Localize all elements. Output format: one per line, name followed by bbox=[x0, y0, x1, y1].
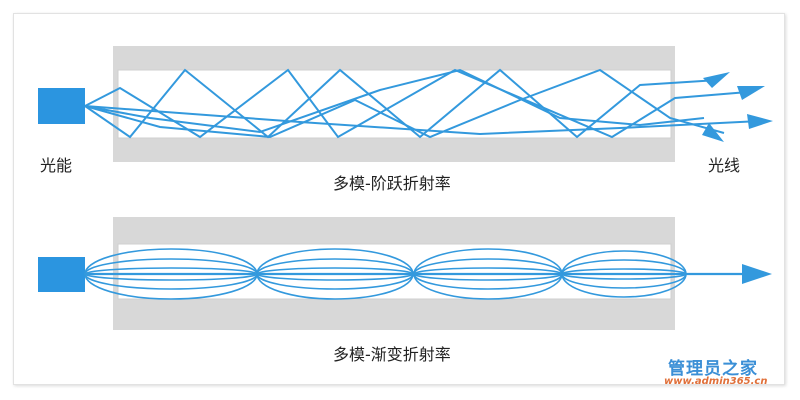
ray-path-4 bbox=[84, 105, 761, 136]
light-ray-label: 光线 bbox=[708, 156, 741, 175]
watermark-title: 管理员之家 bbox=[668, 359, 758, 379]
light-source-label: 光能 bbox=[40, 156, 73, 175]
graded-index-fiber bbox=[38, 217, 772, 330]
graded-index-caption: 多模-渐变折射率 bbox=[333, 345, 451, 364]
step-index-light-source bbox=[38, 88, 85, 124]
watermark-url: www.admin365.cn bbox=[664, 376, 768, 387]
arrow-head-3 bbox=[747, 114, 773, 129]
watermark-logo: 管理员之家 www.admin365.cn bbox=[662, 354, 780, 390]
step-index-fiber bbox=[38, 46, 773, 162]
ray-path-1 bbox=[84, 68, 719, 139]
arrow-head-2 bbox=[737, 86, 765, 100]
ray-path-2 bbox=[84, 68, 749, 139]
graded-index-rays bbox=[84, 248, 750, 300]
graded-index-light-source bbox=[38, 257, 85, 292]
ray-path-3 bbox=[84, 68, 725, 139]
step-index-rays bbox=[84, 68, 761, 139]
ray-path-5 bbox=[84, 68, 705, 134]
arrow-head-1 bbox=[703, 72, 730, 88]
step-index-arrowheads bbox=[702, 72, 773, 142]
graded-arrow-head bbox=[742, 264, 772, 284]
arrow-head-4 bbox=[702, 123, 724, 142]
step-index-caption: 多模-阶跃折射率 bbox=[333, 174, 451, 193]
